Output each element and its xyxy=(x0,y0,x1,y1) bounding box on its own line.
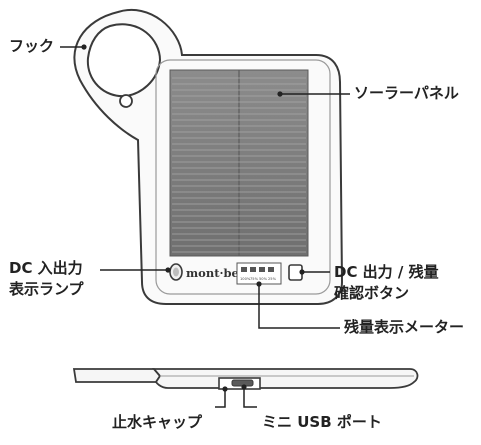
meter-mark-75: 75% xyxy=(250,277,259,281)
leader-usb xyxy=(243,387,257,408)
label-hook: フック xyxy=(9,37,55,55)
leader-meter xyxy=(258,284,340,329)
label-solar-panel: ソーラーパネル xyxy=(354,84,459,102)
solar-cell-lines xyxy=(172,77,306,253)
label-cap: 止水キャップ xyxy=(112,413,203,431)
side-view xyxy=(72,368,419,390)
label-usb-port: ミニ USB ポート xyxy=(262,413,382,431)
label-meter: 残量表示メーター xyxy=(344,318,465,336)
label-dc-button-line2: 確認ボタン xyxy=(334,284,410,302)
hook-hole xyxy=(119,94,133,108)
leader-dots xyxy=(81,44,305,392)
body-inner-outline xyxy=(155,59,331,295)
label-dc-lamp-line2: 表示ランプ xyxy=(9,280,84,298)
label-dc-lamp-line1: DC 入出力 xyxy=(9,259,83,277)
label-dc-button-line1: DC 出力 / 残量 xyxy=(334,263,439,281)
meter-mark-100: 100% xyxy=(240,277,251,281)
leader-cap xyxy=(215,389,226,408)
meter-mark-25: 25% xyxy=(268,277,277,281)
leader-lines xyxy=(60,46,350,408)
charge-meter: 100% 75% 50% 25% xyxy=(236,262,282,285)
meter-mark-50: 50% xyxy=(259,277,268,281)
brand-logo: mont·bell xyxy=(186,266,248,280)
